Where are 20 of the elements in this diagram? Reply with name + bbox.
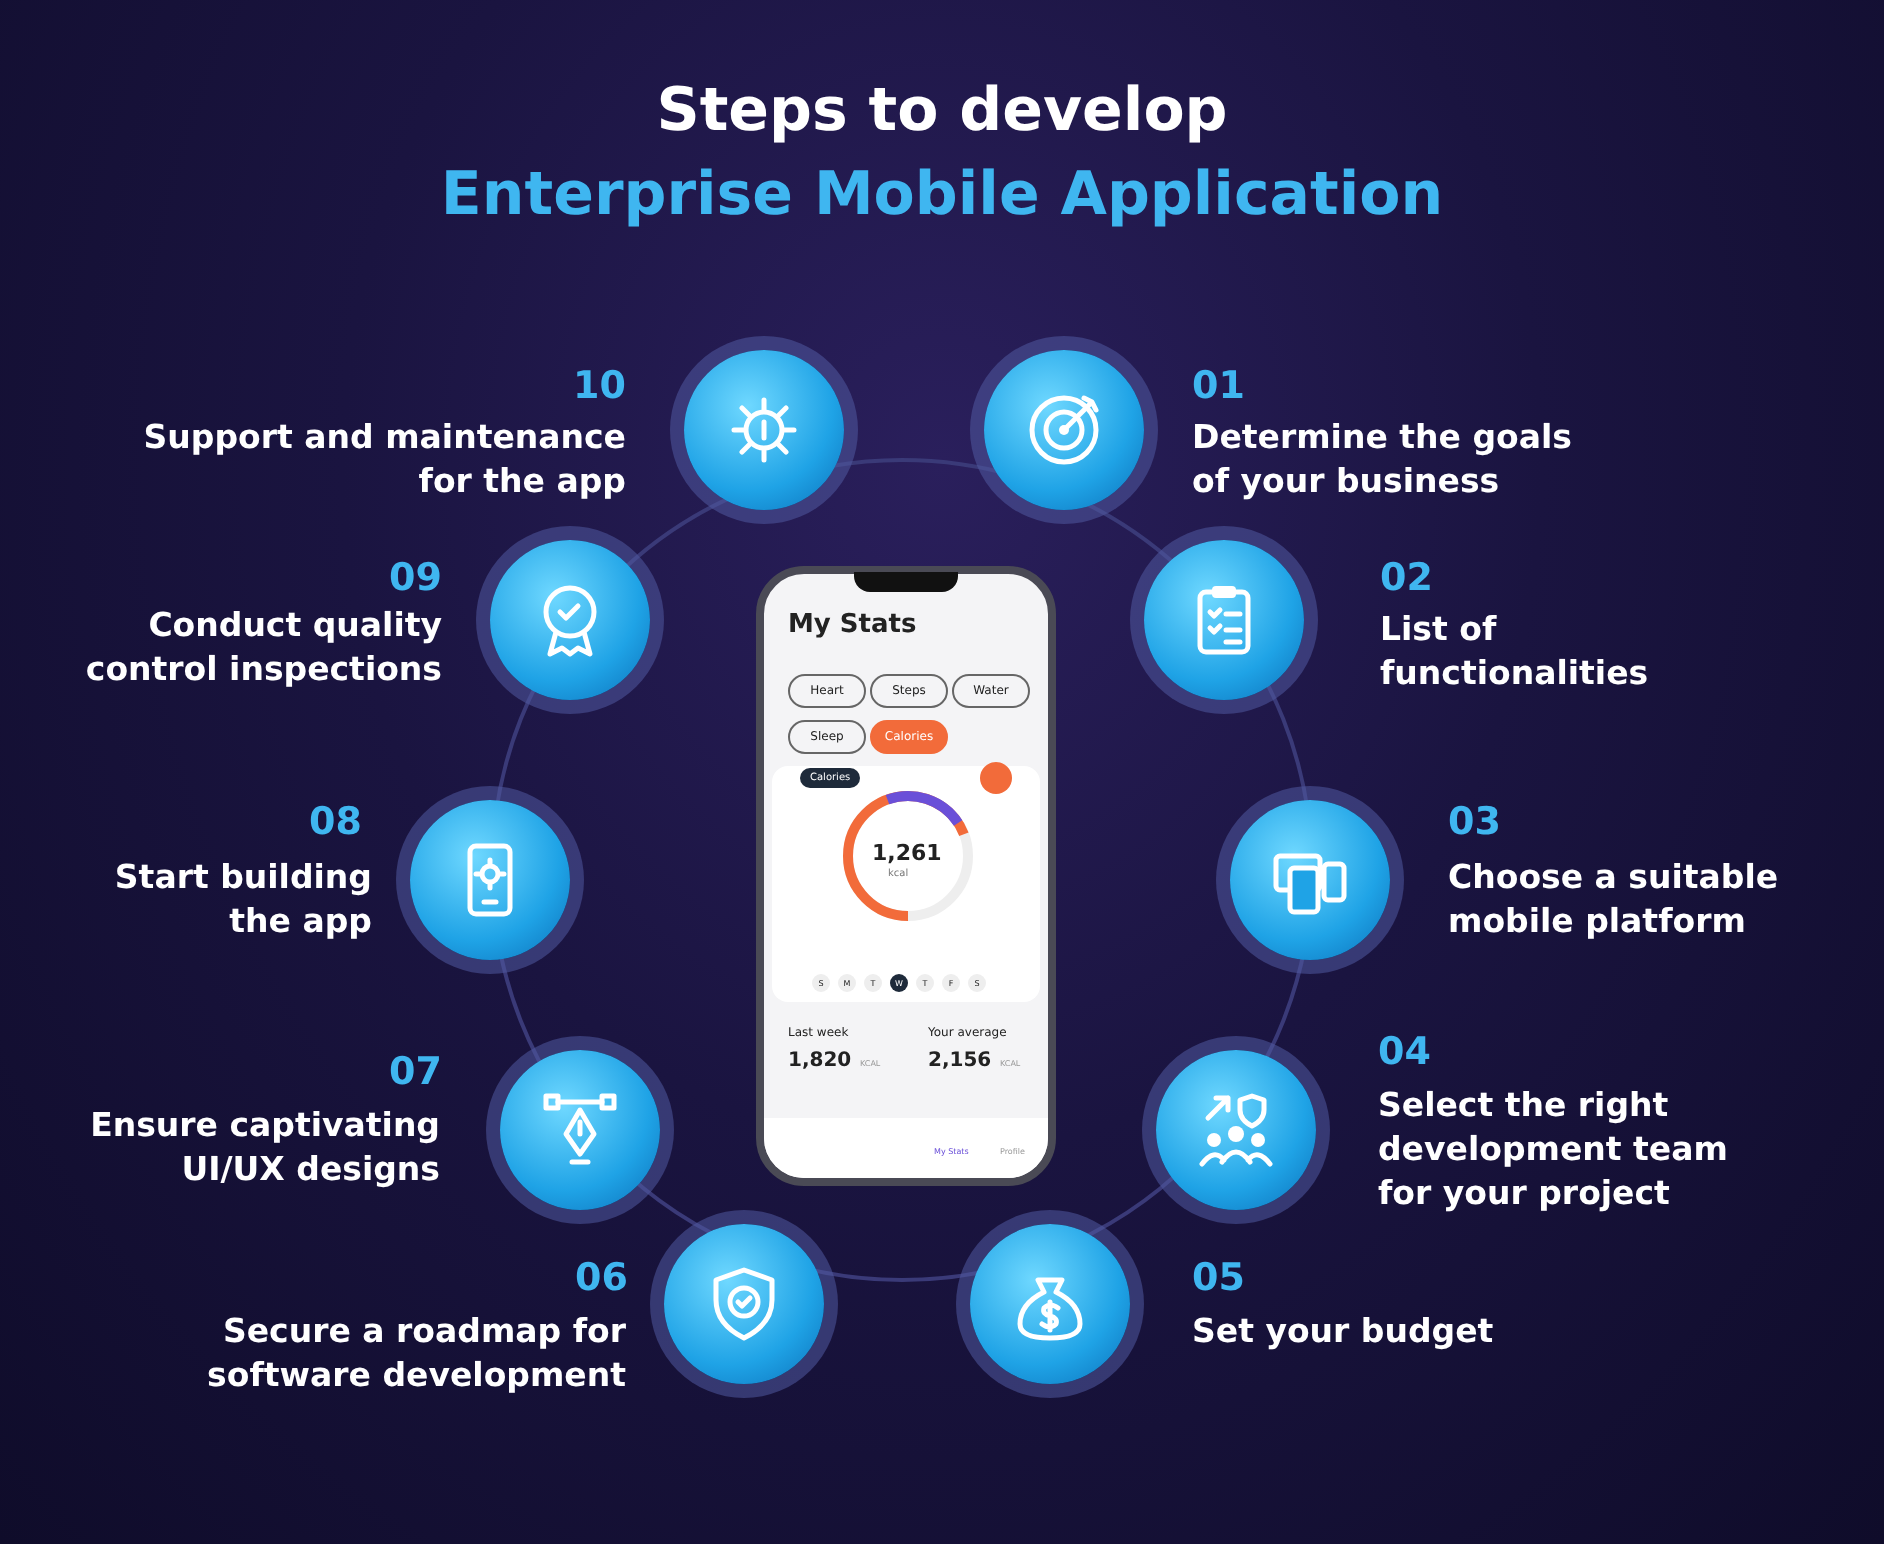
step-label: Choose a suitable mobile platform: [1448, 856, 1781, 944]
step-number: 10: [573, 364, 626, 408]
step-number: 02: [1380, 556, 1433, 600]
step-label: Select the right development team for your project: [1378, 1084, 1730, 1216]
title-line: Steps to develop: [654, 76, 1230, 146]
step-label: Determine the goals of your business: [1192, 416, 1574, 504]
step-label: Start building the app: [112, 856, 372, 944]
step-number: 04: [1378, 1030, 1431, 1074]
step-number: 03: [1448, 800, 1501, 844]
step-number: 08: [309, 800, 362, 844]
step-label: Ensure captivating UI/UX designs: [88, 1104, 440, 1192]
step-label: Set your budget: [1192, 1310, 1496, 1354]
title-line: Enterprise Mobile Application: [438, 160, 1446, 230]
step-label: Conduct quality control inspections: [83, 604, 442, 692]
step-label: List of functionalities: [1380, 608, 1651, 696]
step-number: 07: [389, 1050, 442, 1094]
step-number: 01: [1192, 364, 1245, 408]
step-number: 09: [389, 556, 442, 600]
step-label: Support and maintenance for the app: [141, 416, 626, 504]
step-label: Secure a roadmap for software development: [205, 1310, 626, 1398]
